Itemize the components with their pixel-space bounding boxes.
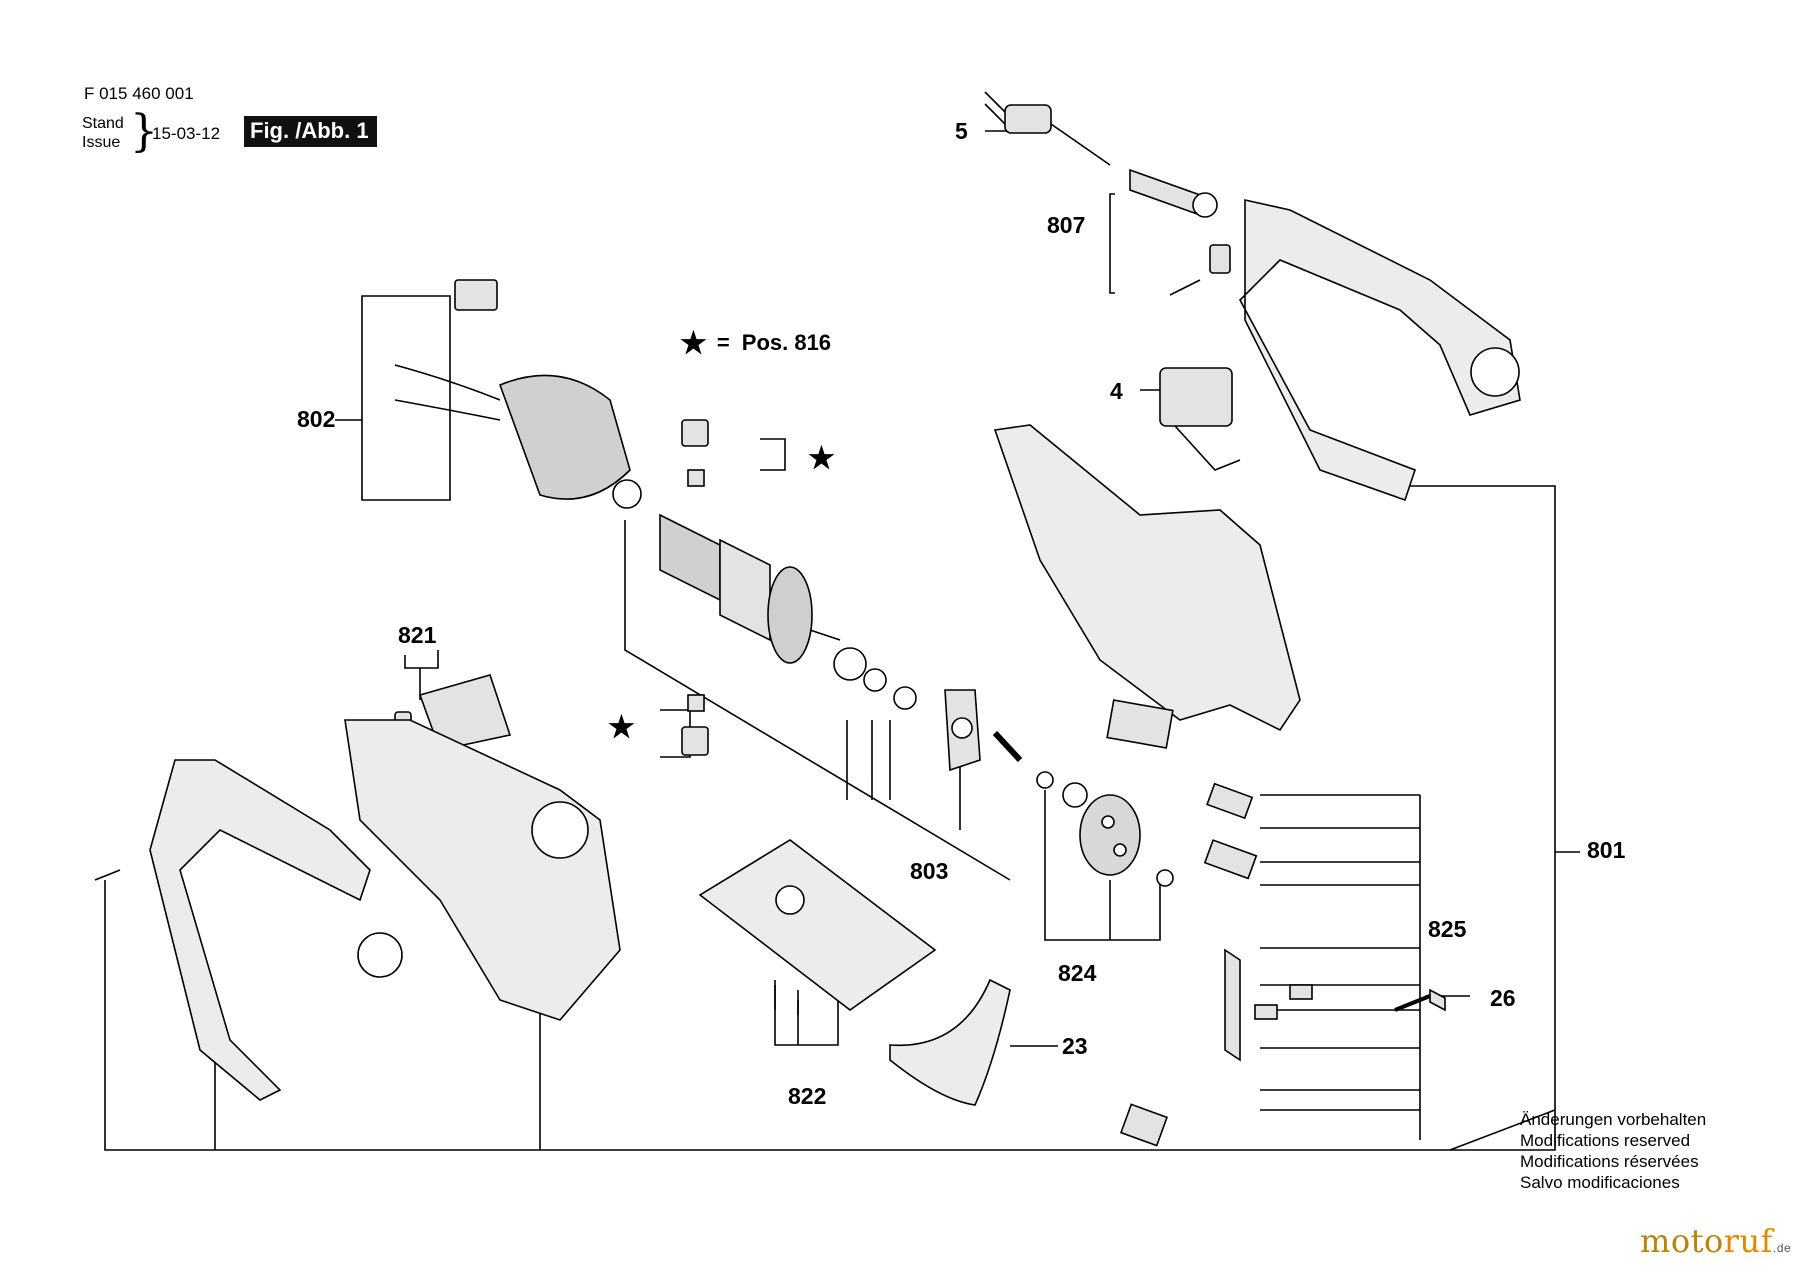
callout-821: 821: [398, 622, 437, 648]
notice-de: Änderungen vorbehalten: [1520, 1110, 1707, 1129]
callout-23: 23: [1062, 1033, 1088, 1059]
bracket-801: [104, 485, 1556, 1151]
brace-glyph: }: [130, 106, 158, 157]
callout-802: 802: [297, 406, 336, 432]
callout-822: 822: [788, 1083, 827, 1109]
legend-text: Pos. 816: [741, 330, 832, 355]
bracket-807: [1109, 193, 1115, 294]
callout-801: 801: [1587, 837, 1626, 863]
legend: ★ = Pos. 816: [680, 326, 831, 361]
gear-bracket-icon: [944, 689, 1023, 772]
star-lower-icon: ★: [608, 711, 635, 744]
gear-wheel-icon: [1079, 794, 1174, 887]
stand-issue-label: Stand Issue: [82, 114, 124, 152]
housing-cover-right-icon: [1239, 199, 1521, 502]
watermark-part1: moto: [1640, 1222, 1724, 1260]
part-number: F 015 460 001: [84, 84, 194, 103]
handle-guard-icon: [94, 759, 371, 1101]
lock-button-icon: [394, 674, 512, 751]
blade-guard-icon: [889, 978, 1011, 1106]
power-plug-cable-icon: [984, 91, 1111, 166]
notice-fr: Modifications réservées: [1520, 1152, 1699, 1171]
legend-star-icon: ★: [680, 327, 707, 360]
bracket-star-upper: [760, 438, 786, 471]
callout-807: 807: [1047, 212, 1086, 238]
callout-26: 26: [1490, 985, 1516, 1011]
callout-825: 825: [1428, 916, 1467, 942]
callout-4: 4: [1110, 378, 1123, 404]
callout-803: 803: [910, 858, 949, 884]
housing-half-left-icon: [344, 719, 621, 1021]
bracket-803: [624, 520, 1011, 881]
screw-icon: [1394, 988, 1446, 1012]
bracket-824: [1044, 790, 1161, 941]
callout-824: 824: [1058, 960, 1097, 986]
carbon-brush-icon: [681, 419, 709, 756]
main-housing-icon: [993, 424, 1301, 749]
issue-label: Issue: [82, 134, 121, 151]
bearing-washer-icon: [833, 647, 1088, 808]
bracket-801-branches: [214, 1010, 1556, 1151]
legend-equals: =: [716, 330, 730, 355]
stand-label: Stand: [82, 115, 124, 132]
fastener-set-icon: [1119, 782, 1313, 1147]
bracket-802: [361, 295, 451, 501]
watermark-logo: motoruf.de: [1640, 1222, 1791, 1260]
field-coil-icon: [394, 279, 631, 500]
star-upper-icon: ★: [808, 442, 835, 475]
modification-notice: Änderungen vorbehalten Modifications res…: [1520, 1109, 1706, 1193]
watermark-part3: .de: [1772, 1241, 1792, 1255]
base-plate-icon: [698, 839, 937, 1015]
bracket-825: [1260, 794, 1421, 1140]
switch-icon: [1159, 367, 1241, 471]
watermark-part2: ruf: [1723, 1222, 1773, 1260]
figure-label: Fig. /Abb. 1: [244, 116, 377, 147]
issue-date: 15-03-12: [152, 124, 221, 143]
notice-es: Salvo modificaciones: [1520, 1173, 1680, 1192]
strain-relief-icon: [1129, 168, 1231, 296]
notice-en: Modifications reserved: [1520, 1131, 1691, 1150]
armature-icon: [612, 479, 841, 664]
callout-5: 5: [955, 118, 968, 144]
